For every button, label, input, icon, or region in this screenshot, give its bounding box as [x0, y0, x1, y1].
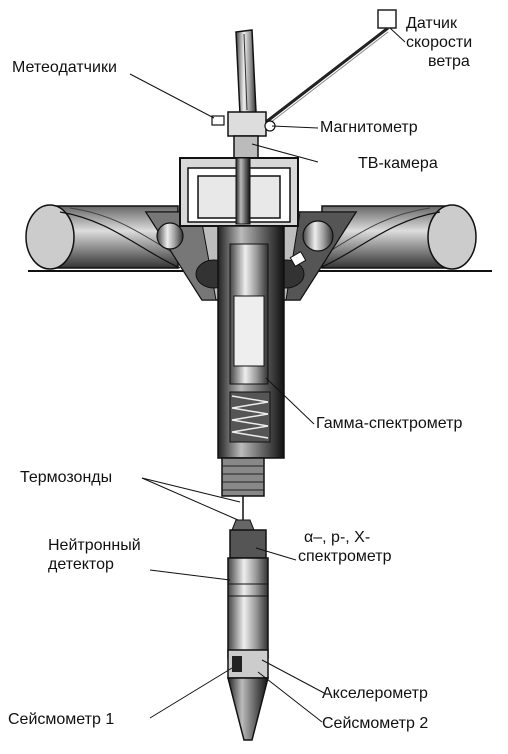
- label-neutron-detector-line1: Нейтронный: [48, 537, 141, 554]
- label-tv-camera: ТВ-камера: [358, 155, 438, 172]
- top-mast: [211, 29, 276, 159]
- label-neutron-detector: Нейтронный детектор: [48, 536, 141, 574]
- label-neutron-detector-line2: детектор: [48, 556, 114, 573]
- left-airbag: [25, 204, 186, 270]
- forebody: [217, 225, 285, 497]
- label-apx-spectrometer-line1: α–, р-, Х-: [304, 529, 371, 546]
- tv-camera-housing: [179, 157, 299, 227]
- label-wind-sensor-line3: ветра: [428, 53, 470, 70]
- label-accelerometer: Акселерометр: [322, 685, 428, 702]
- wind-sensor: [265, 9, 397, 127]
- label-seismometer-2: Сейсмометр 2: [322, 715, 429, 732]
- label-meteo-sensors: Метеодатчики: [12, 59, 117, 76]
- label-seismometer-1: Сейсмометр 1: [8, 711, 115, 728]
- label-apx-spectrometer-line2: спектрометр: [298, 548, 392, 565]
- label-thermoprobes: Термозонды: [20, 469, 113, 486]
- label-wind-sensor-line1: Датчик: [406, 15, 457, 32]
- label-gamma-spectrometer: Гамма-спектрометр: [316, 415, 463, 432]
- label-magnetometer: Магнитометр: [320, 119, 418, 136]
- aft-body: [227, 529, 269, 741]
- label-wind-sensor: Датчик скорости ветра: [406, 14, 472, 71]
- leader-lines: [129, 27, 406, 723]
- label-apx-spectrometer: α–, р-, Х- спектрометр: [298, 528, 391, 566]
- label-wind-sensor-line2: скорости: [406, 34, 473, 51]
